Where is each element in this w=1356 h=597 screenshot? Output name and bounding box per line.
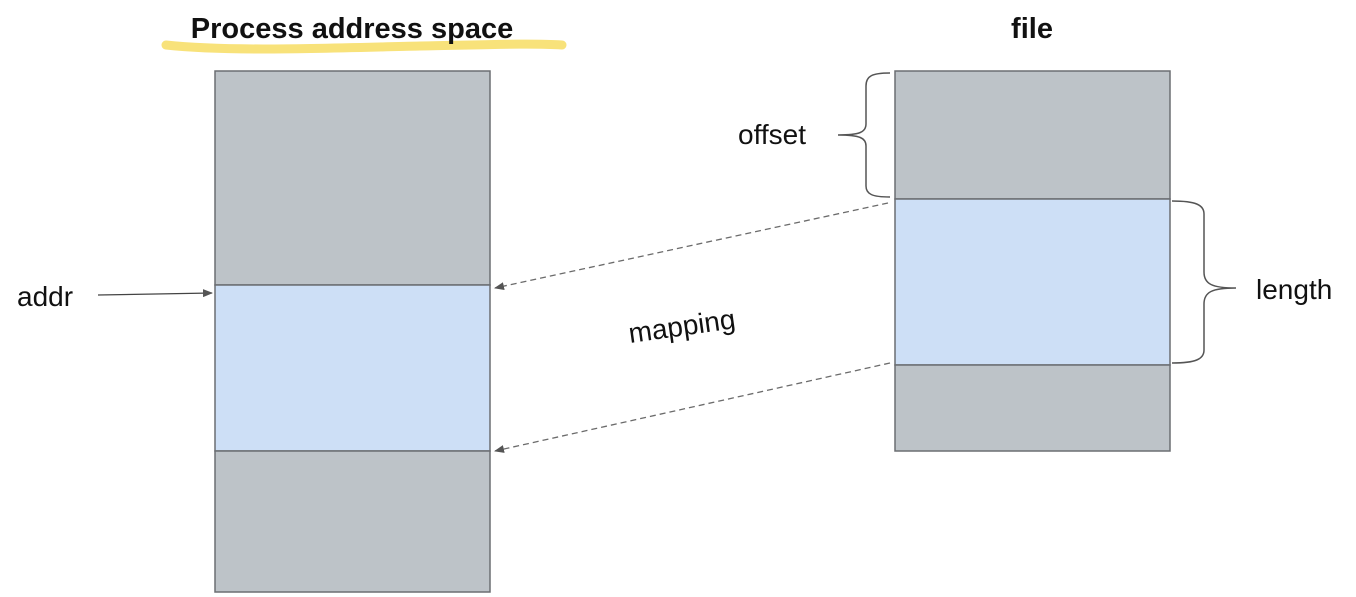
offset-brace [837,72,891,198]
title-highlight-stroke [161,39,567,54]
file-mapped-region [894,198,1171,366]
length-label: length [1256,274,1332,305]
process-mapped-region [214,284,491,452]
process-unmapped-top [214,70,491,286]
file-offset-region [894,70,1171,200]
file-remaining-region [894,364,1171,452]
file-title: file [1011,13,1053,45]
addr-label: addr [17,281,73,312]
mapping-arrow-top [494,202,889,291]
offset-label: offset [738,119,806,150]
length-brace [1171,200,1237,364]
addr-arrow [97,289,213,298]
mapping-label: mapping [627,303,738,349]
process-address-space-title: Process address space [191,13,513,45]
mapping-arrow-bottom [494,362,891,453]
process-unmapped-bottom [214,450,491,593]
